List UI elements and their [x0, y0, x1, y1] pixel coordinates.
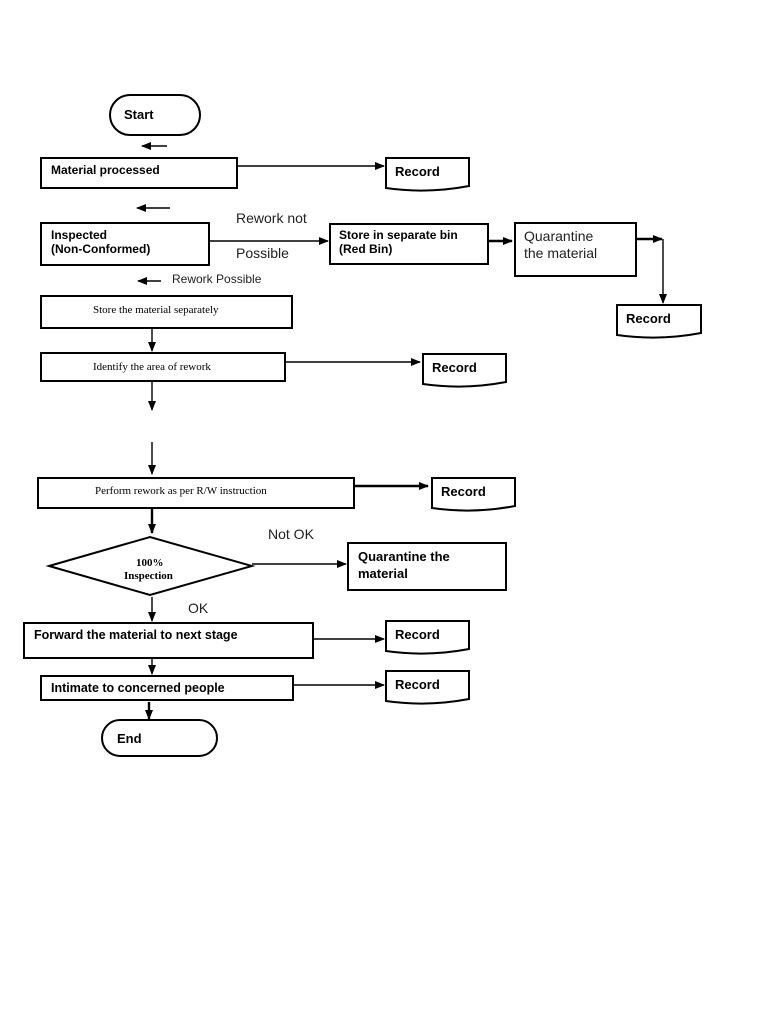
- forward-box: Forward the material to next stage: [23, 622, 314, 659]
- quarantine-box: Quarantine the material: [514, 222, 637, 277]
- store-bin-label-line2: (Red Bin): [339, 242, 392, 256]
- intimate-box: Intimate to concerned people: [40, 675, 294, 701]
- record-document: Record: [616, 304, 702, 339]
- inspected-label-line1: Inspected: [51, 228, 107, 242]
- inspected-box: Inspected (Non-Conformed): [40, 222, 210, 266]
- store-separately-box: Store the material separately: [40, 295, 293, 329]
- identify-rework-label: Identify the area of rework: [93, 361, 211, 373]
- record-label: Record: [395, 677, 440, 692]
- quarantine-label-line1: Quarantine: [524, 228, 593, 244]
- store-bin-box: Store in separate bin (Red Bin): [329, 223, 489, 265]
- record-document: Record: [431, 477, 516, 512]
- store-separately-label: Store the material separately: [93, 304, 219, 316]
- record-label: Record: [626, 311, 671, 326]
- quarantine-lower-label-line1: Quarantine the: [358, 549, 450, 564]
- inspection-label-line1: 100%: [136, 557, 164, 569]
- rework-not-label-line1: Rework not: [236, 210, 307, 226]
- inspected-label-line2: (Non-Conformed): [51, 242, 150, 256]
- rework-possible-label: Rework Possible: [172, 272, 262, 286]
- not-ok-label: Not OK: [268, 526, 315, 542]
- perform-rework-box: Perform rework as per R/W instruction: [37, 477, 355, 509]
- store-bin-label-line1: Store in separate bin: [339, 228, 458, 242]
- start-label: Start: [124, 107, 154, 122]
- end-terminator: End: [101, 719, 218, 757]
- record-label: Record: [432, 360, 477, 375]
- inspection-decision: 100% Inspection: [45, 535, 256, 597]
- record-label: Record: [441, 484, 486, 499]
- identify-rework-box: Identify the area of rework: [40, 352, 286, 382]
- inspection-label-line2: Inspection: [124, 570, 173, 582]
- record-document: Record: [385, 670, 470, 705]
- quarantine-lower-label-line2: material: [358, 566, 408, 581]
- quarantine-lower-box: Quarantine the material: [347, 542, 507, 591]
- quarantine-label-line2: the material: [524, 245, 597, 261]
- start-terminator: Start: [109, 94, 201, 136]
- record-document: Record: [385, 157, 470, 192]
- perform-rework-label: Perform rework as per R/W instruction: [95, 485, 267, 497]
- forward-label: Forward the material to next stage: [34, 628, 238, 642]
- material-processed-label: Material processed: [51, 163, 160, 177]
- record-label: Record: [395, 164, 440, 179]
- record-document: Record: [422, 353, 507, 388]
- end-label: End: [117, 731, 142, 746]
- intimate-label: Intimate to concerned people: [51, 681, 225, 695]
- material-processed-box: Material processed: [40, 157, 238, 189]
- record-document: Record: [385, 620, 470, 655]
- record-label: Record: [395, 627, 440, 642]
- rework-not-label-line2: Possible: [236, 245, 289, 261]
- ok-label: OK: [188, 600, 209, 616]
